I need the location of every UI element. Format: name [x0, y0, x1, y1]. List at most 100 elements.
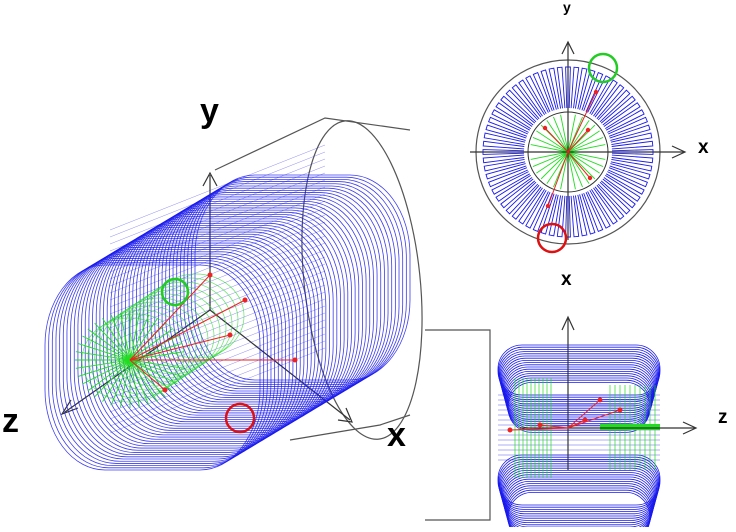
inner-detector-spoke: [87, 359, 131, 392]
radial-coil-fin: [483, 132, 526, 146]
radial-coil-fin: [488, 116, 528, 137]
side-view-lower-loop: [506, 487, 652, 532]
inner-spoke: [553, 116, 569, 153]
side-view-bracket: [425, 329, 491, 521]
side-view-lower-loop: [501, 467, 657, 519]
end-view-hit: [585, 127, 591, 133]
end-view-hit: [545, 203, 551, 209]
toroid-coil-loop: [95, 233, 312, 440]
radial-coil-fin: [500, 95, 536, 126]
toroid-coil-loop: [125, 216, 341, 423]
end-view-track: [544, 127, 569, 153]
radial-coil-fin: [488, 167, 528, 188]
inner-spoke: [546, 151, 569, 184]
radial-coil-fin: [610, 132, 653, 146]
side-view-lower-loop: [502, 474, 655, 526]
inner-detector-spoke: [129, 351, 185, 361]
end-view-track: [567, 129, 589, 153]
inner-detector-layer: [141, 277, 239, 363]
inner-detector-layer: [147, 273, 245, 359]
inner-spoke: [567, 114, 576, 153]
side-view-lower-loop: [499, 463, 658, 515]
inner-spoke: [532, 137, 569, 153]
radial-coil-fin: [500, 178, 536, 209]
inner-detector-spoke: [110, 314, 131, 361]
side-view-lower-loop: [498, 458, 660, 510]
inner-spoke: [567, 130, 600, 153]
inner-detector-spoke: [78, 343, 131, 361]
side-view-hit: [507, 427, 513, 433]
toroid-coil-loop: [154, 198, 371, 405]
side-view-track: [509, 427, 569, 431]
inner-detector-spoke: [129, 359, 178, 385]
side-view-upper-loop: [506, 377, 652, 429]
side-view-lower-loop: [498, 456, 660, 508]
end-view-hit: [587, 175, 593, 181]
radial-coil-fin: [548, 67, 562, 110]
radial-coil-fin: [548, 194, 562, 237]
toroid-coil-loop: [150, 200, 367, 407]
side-view-upper-loop: [501, 357, 657, 409]
radial-coil-fin: [511, 84, 542, 120]
end-view-green-marker: [587, 52, 619, 84]
inner-spoke: [536, 151, 569, 174]
main-x-axis-label: x: [387, 416, 406, 454]
radial-coil-fin: [611, 140, 654, 150]
coil-barrel-line: [109, 319, 326, 406]
inner-detector-layer: [117, 293, 215, 379]
coil-barrel-line: [109, 172, 326, 259]
radial-coil-fin: [600, 95, 636, 126]
end-view-xy: [470, 40, 687, 254]
radial-coil-fin: [603, 175, 641, 202]
radial-coil-fin: [591, 187, 618, 225]
main-z-axis-label: z: [2, 402, 19, 440]
toroid-coil-loop: [99, 231, 316, 438]
inner-detector-spoke: [129, 314, 150, 361]
end-view-track: [547, 151, 569, 207]
inner-detector-spoke: [102, 359, 131, 402]
side-view-upper-loop: [501, 359, 657, 411]
inner-spoke: [567, 151, 596, 180]
side-view-lower-loop: [499, 461, 659, 513]
side-view-upper-loop: [502, 364, 655, 416]
end-view-hit: [542, 125, 548, 131]
toroid-coil-loop: [139, 207, 356, 414]
side-view-lower-loop: [503, 476, 655, 528]
side-view-upper-loop: [498, 348, 660, 400]
track-hit: [227, 332, 233, 338]
coil-barrel-line: [109, 179, 326, 266]
end-view-x-label: x: [698, 137, 709, 158]
inner-detector-spoke: [129, 318, 158, 361]
radial-coil-fin: [611, 154, 654, 164]
radial-coil-fin: [570, 195, 580, 238]
coil-barrel-line: [109, 193, 326, 280]
toroid-coil-loop: [168, 189, 385, 396]
radial-coil-fin: [491, 109, 531, 133]
end-view-axes: [470, 40, 687, 240]
coil-barrel-line: [109, 158, 326, 245]
radial-coil-fins: [482, 66, 654, 238]
side-view-tracks: [507, 397, 623, 433]
toroid-coil-loop: [176, 185, 393, 392]
coil-barrel-line: [109, 263, 326, 350]
side-view-track: [567, 409, 621, 429]
main-y-axis-label: y: [200, 92, 219, 130]
inner-spoke: [560, 114, 569, 153]
particle-track: [129, 274, 211, 361]
radial-coil-fin: [608, 116, 648, 137]
side-view-lower-loop: [502, 472, 656, 524]
radial-coil-fin: [579, 193, 596, 235]
end-view-track: [567, 151, 591, 179]
inner-spoke: [567, 151, 583, 188]
radial-coil-fin: [600, 178, 636, 209]
side-view-upper-loop: [499, 351, 659, 403]
radial-coil-fin: [597, 89, 631, 123]
inner-detector-layer: [123, 289, 221, 375]
coil-barrel-line: [109, 165, 326, 252]
track-hit: [292, 357, 298, 363]
radial-coil-fin: [491, 171, 531, 195]
inner-detector-spoke: [75, 359, 131, 369]
radial-coil-fin: [587, 189, 611, 229]
toroid-coil-loop: [136, 209, 352, 416]
coil-barrel-line: [109, 151, 326, 238]
